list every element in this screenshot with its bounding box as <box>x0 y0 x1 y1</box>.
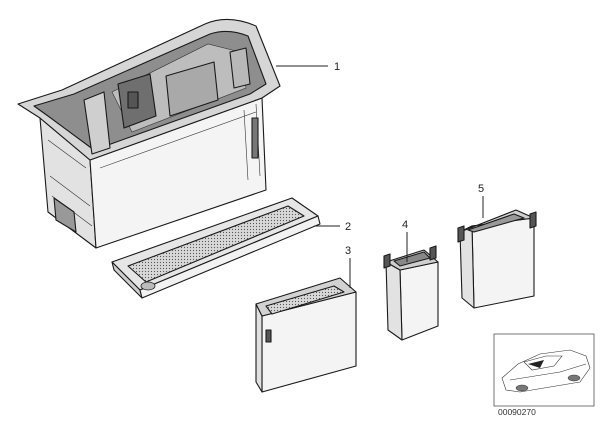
callout-2: 2 <box>345 221 351 233</box>
part-1-storage-box <box>17 18 281 249</box>
part-2-mesh-tray <box>111 197 321 299</box>
callout-4: 4 <box>402 219 408 231</box>
part-4-small-bin <box>383 245 439 341</box>
part-3-box-with-grille <box>255 277 357 393</box>
vehicle-thumbnail <box>493 333 595 407</box>
callout-3: 3 <box>345 245 351 257</box>
diagram-code: 00090270 <box>498 407 536 417</box>
part-5-tall-bin <box>457 209 537 309</box>
callout-1: 1 <box>334 61 340 73</box>
callout-5: 5 <box>478 183 484 195</box>
